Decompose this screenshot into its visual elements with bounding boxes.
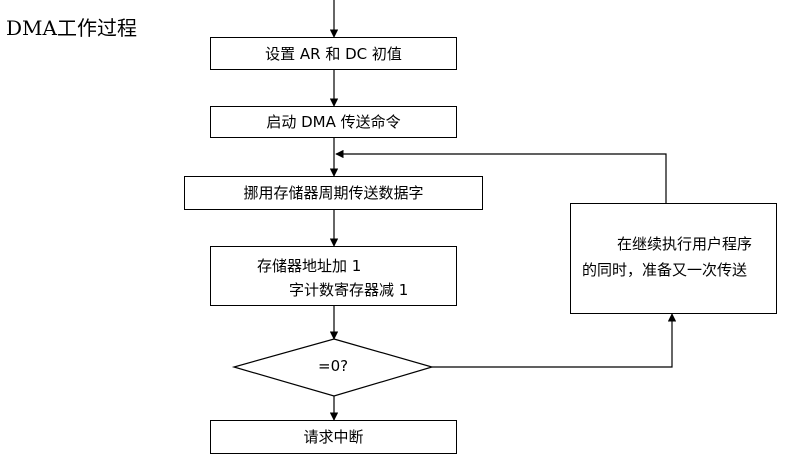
step-update-line2: 字计数寄存器减 1 [289,281,409,299]
connector-decision-side [432,313,677,368]
step-update-counters: 存储器地址加 1 字计数寄存器减 1 [210,246,457,306]
decision-label: =0? [318,357,349,375]
step-update-line1: 存储器地址加 1 [257,257,362,275]
diagram-title: DMA工作过程 [6,16,137,40]
step-interrupt-label: 请求中断 [303,428,364,446]
connector-side-loop [335,149,667,203]
step-side-line1: 在继续执行用户程序 [617,235,753,253]
step-start-dma-label: 启动 DMA 传送命令 [266,113,401,131]
decision-diamond [231,338,435,397]
step-interrupt: 请求中断 [210,420,457,454]
step-side-prepare: 在继续执行用户程序 的同时，准备又一次传送 [570,203,777,314]
step-side-line2: 的同时，准备又一次传送 [582,261,748,279]
step-set-ar-dc-label: 设置 AR 和 DC 初值 [265,44,402,63]
step-steal-cycle: 挪用存储器周期传送数据字 [184,176,483,210]
step-start-dma: 启动 DMA 传送命令 [210,106,457,138]
step-set-ar-dc: 设置 AR 和 DC 初值 [210,37,457,70]
step-steal-cycle-label: 挪用存储器周期传送数据字 [243,184,424,202]
